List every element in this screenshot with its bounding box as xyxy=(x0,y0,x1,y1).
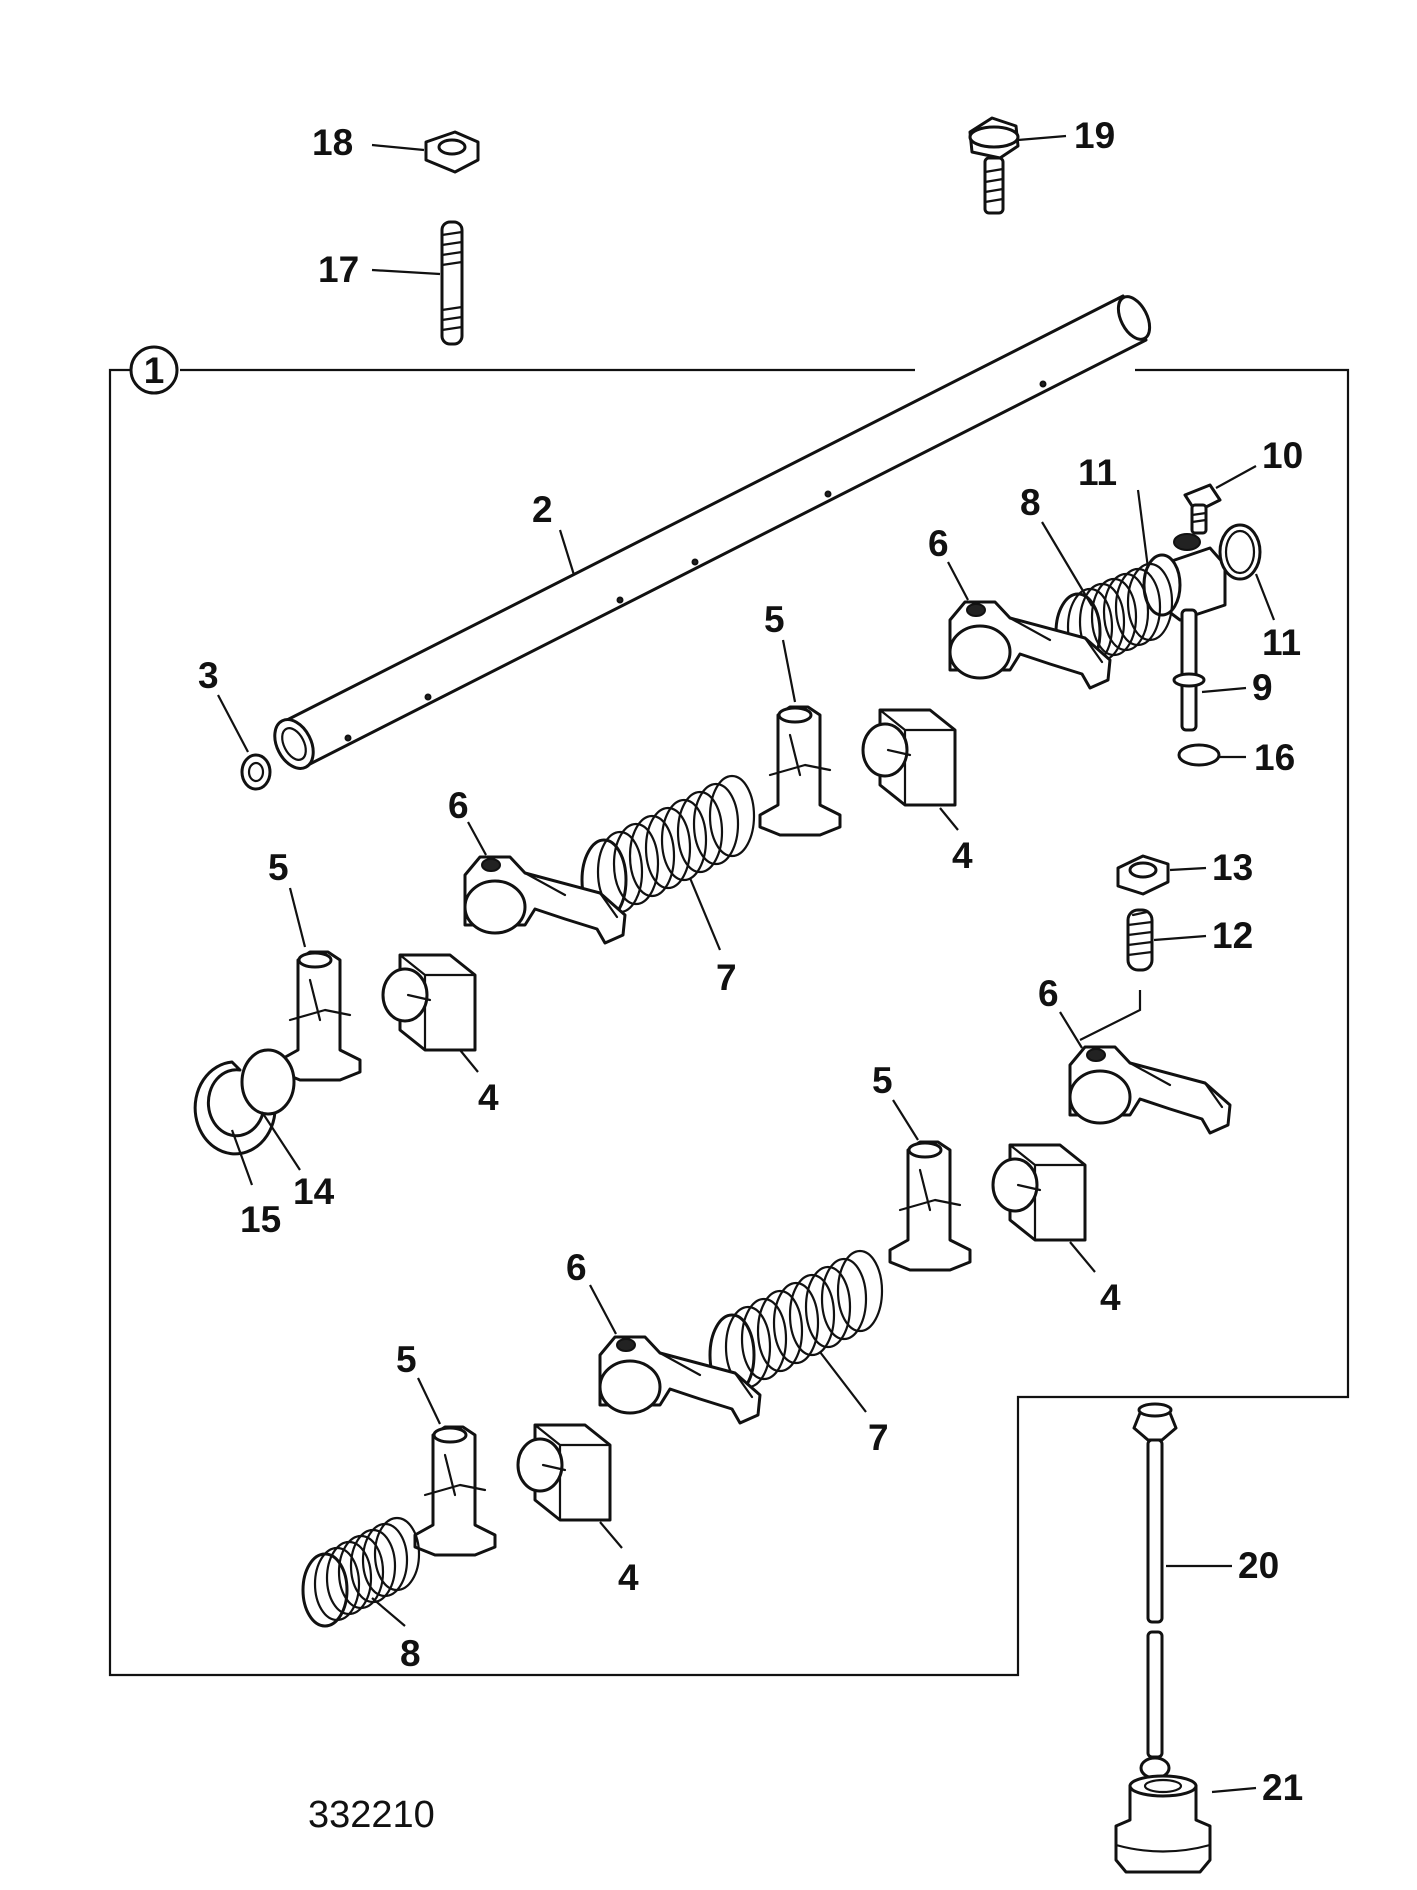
callout-13: 13 xyxy=(1212,847,1253,888)
callout-5c: 5 xyxy=(872,1060,893,1101)
callout-16: 16 xyxy=(1254,737,1295,778)
bracket-4c xyxy=(991,1143,1087,1242)
rocker-shaft-2 xyxy=(273,294,1152,770)
callout-10: 10 xyxy=(1262,435,1303,476)
callout-7b: 7 xyxy=(868,1417,889,1458)
callout-19: 19 xyxy=(1074,115,1115,156)
adjuster-screw-12 xyxy=(1126,908,1154,972)
callout-5a: 5 xyxy=(764,599,785,640)
bracket-4b xyxy=(381,953,477,1052)
illustration-reference-number: 332210 xyxy=(308,1794,435,1836)
callout-6b: 6 xyxy=(448,785,469,826)
callout-5b: 5 xyxy=(268,847,289,888)
callout-3: 3 xyxy=(198,655,219,696)
end-support-assembly xyxy=(1142,483,1262,767)
stud-17 xyxy=(440,220,464,346)
bolt-19 xyxy=(968,116,1020,215)
callout-2: 2 xyxy=(532,489,553,530)
bracket-4d xyxy=(516,1423,612,1522)
callout-6c: 6 xyxy=(1038,973,1059,1014)
callout-5d: 5 xyxy=(396,1339,417,1380)
callout-8a: 8 xyxy=(1020,482,1041,523)
callout-4a: 4 xyxy=(952,835,973,876)
pedestal-5d xyxy=(413,1425,497,1557)
tappet-21 xyxy=(1114,1774,1212,1874)
rocker-arm-6c xyxy=(1068,1045,1232,1135)
callout-12: 12 xyxy=(1212,915,1253,956)
assembly-link-line xyxy=(1079,990,1142,1041)
pedestal-5a xyxy=(758,705,842,837)
callout-20: 20 xyxy=(1238,1545,1279,1586)
pedestal-5c xyxy=(888,1140,972,1272)
adjuster-nut-13 xyxy=(1116,854,1170,896)
callout-9: 9 xyxy=(1252,667,1273,708)
callout-6a: 6 xyxy=(928,523,949,564)
callout-17: 17 xyxy=(318,249,359,290)
callout-15: 15 xyxy=(240,1199,281,1240)
callout-14: 14 xyxy=(293,1171,335,1212)
callout-11a: 11 xyxy=(1078,452,1117,493)
nut-18 xyxy=(424,130,480,174)
callout-11b: 11 xyxy=(1262,622,1301,663)
callout-21: 21 xyxy=(1262,1767,1303,1808)
spring-8-lower xyxy=(301,1516,421,1628)
callout-7a: 7 xyxy=(716,957,737,998)
spring-7-upper xyxy=(580,774,756,922)
plug-3 xyxy=(240,753,272,791)
clip-15-washer-14 xyxy=(193,1048,296,1156)
callout-18: 18 xyxy=(312,122,353,163)
callout-4b: 4 xyxy=(478,1077,499,1118)
callout-1: 1 xyxy=(144,350,165,391)
callout-8b: 8 xyxy=(400,1633,421,1674)
assembly-outline xyxy=(108,368,1350,1677)
bracket-4a xyxy=(861,708,957,807)
pedestal-5b xyxy=(278,950,362,1082)
callout-6d: 6 xyxy=(566,1247,587,1288)
callout-4c: 4 xyxy=(1100,1277,1121,1318)
callout-circle-1 xyxy=(129,345,179,395)
push-rod-20 xyxy=(1132,1402,1178,1780)
callout-4d: 4 xyxy=(618,1557,639,1598)
